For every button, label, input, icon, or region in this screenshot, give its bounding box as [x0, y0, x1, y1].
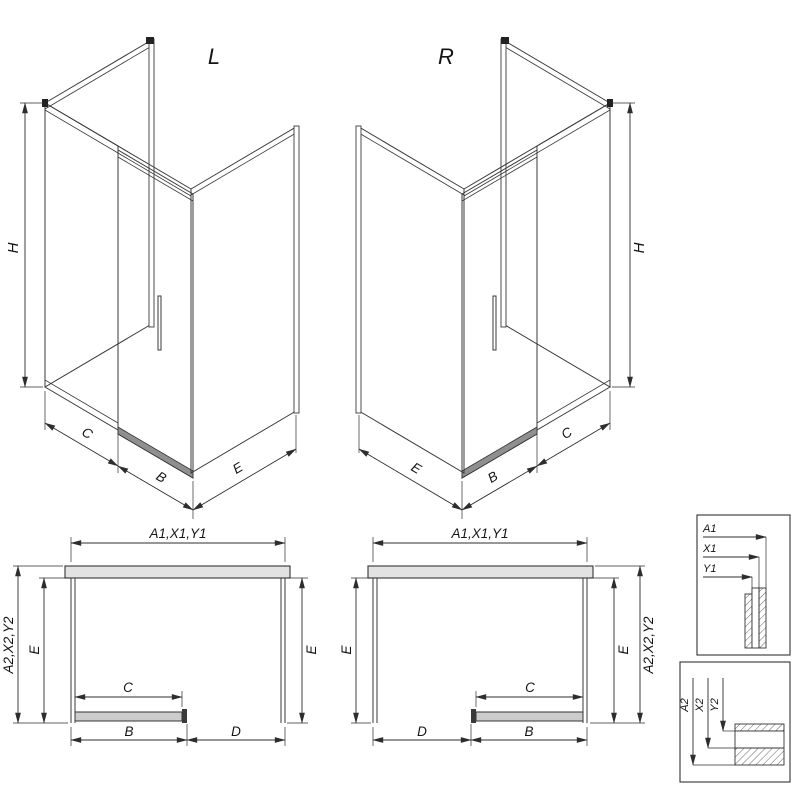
detail-box — [696, 514, 791, 656]
sliding-door — [461, 149, 538, 479]
dim-label-e-right: E — [616, 645, 631, 655]
detail-label-y2: Y2 — [709, 698, 721, 711]
wall-profile — [293, 125, 300, 414]
detail-label-x1: X1 — [702, 543, 716, 555]
dim-label-b: B — [154, 468, 169, 486]
sliding-door-plan — [74, 711, 183, 722]
corner-fittings — [501, 37, 613, 107]
wall-profile — [148, 38, 155, 328]
back-panel-section — [367, 565, 594, 579]
left-side-panel — [44, 38, 155, 388]
wall-section — [758, 587, 767, 649]
wall-section — [734, 747, 785, 766]
plan-view-right: A1,X1,Y1 A2,X2,Y2 E E C D B — [339, 526, 656, 746]
dim-label-b: B — [485, 468, 500, 486]
dim-label-e-left: E — [27, 645, 42, 655]
right-side-panel — [190, 125, 300, 474]
right-side-panel — [500, 38, 611, 388]
wall-profile — [500, 38, 507, 328]
iso-view-left: H C B E L — [5, 37, 300, 519]
wall-profile — [355, 125, 362, 414]
plan-view-left: A1,X1,Y1 A2,X2,Y2 E E C B D — [1, 526, 319, 746]
door-handle — [492, 295, 497, 351]
dim-label-d: D — [231, 724, 241, 739]
dim-label-b: B — [124, 724, 133, 739]
view-title-left: L — [208, 44, 220, 69]
dim-label-a1-group: A1,X1,Y1 — [148, 526, 206, 541]
dim-label-d: D — [417, 724, 427, 739]
dim-label-a2-group: A2,X2,Y2 — [1, 616, 16, 675]
dimensions-plan-left: A1,X1,Y1 A2,X2,Y2 E E C B D — [1, 526, 319, 746]
sliding-door — [117, 149, 194, 479]
side-walls — [70, 578, 286, 723]
dim-label-e: E — [230, 459, 246, 477]
detail-side-profile: A2 X2 Y2 — [679, 661, 791, 783]
door-handle — [157, 295, 162, 351]
dim-label-a2-group: A2,X2,Y2 — [641, 616, 656, 675]
dim-label-e-right: E — [304, 645, 319, 655]
dim-label-c: C — [559, 424, 575, 442]
door-bottom-rail — [461, 426, 538, 479]
dim-label-e: E — [409, 459, 425, 477]
side-walls — [372, 578, 588, 723]
corner-fittings — [42, 37, 154, 107]
detail-label-a2: A2 — [679, 698, 691, 712]
dim-label-a1-group: A1,X1,Y1 — [450, 526, 508, 541]
dimensions-plan-right: A1,X1,Y1 A2,X2,Y2 E E C D B — [339, 526, 656, 746]
back-panel-section — [64, 565, 291, 579]
dim-label-b: B — [524, 724, 533, 739]
view-title-right: R — [438, 44, 454, 69]
mounting-profile-section — [751, 587, 760, 649]
glass-section — [744, 593, 753, 649]
mounting-profile-section — [734, 730, 785, 749]
dim-label-h: H — [5, 242, 22, 253]
dim-label-c: C — [123, 680, 133, 695]
left-side-panel — [355, 125, 465, 474]
detail-label-x2: X2 — [694, 698, 706, 712]
iso-view-right: H C B E R — [355, 37, 648, 519]
door-bottom-rail — [117, 426, 194, 479]
sliding-door-plan — [475, 711, 584, 722]
dim-label-c: C — [525, 680, 535, 695]
dim-label-e-left: E — [339, 645, 354, 655]
dim-label-h: H — [631, 242, 648, 253]
glass-section — [734, 723, 785, 732]
dim-label-c: C — [79, 424, 95, 442]
detail-label-y1: Y1 — [703, 563, 716, 575]
door-stop — [471, 709, 476, 723]
door-stop — [182, 709, 187, 723]
detail-label-a1: A1 — [702, 523, 716, 535]
detail-front-profile: A1 X1 Y1 — [696, 514, 791, 656]
